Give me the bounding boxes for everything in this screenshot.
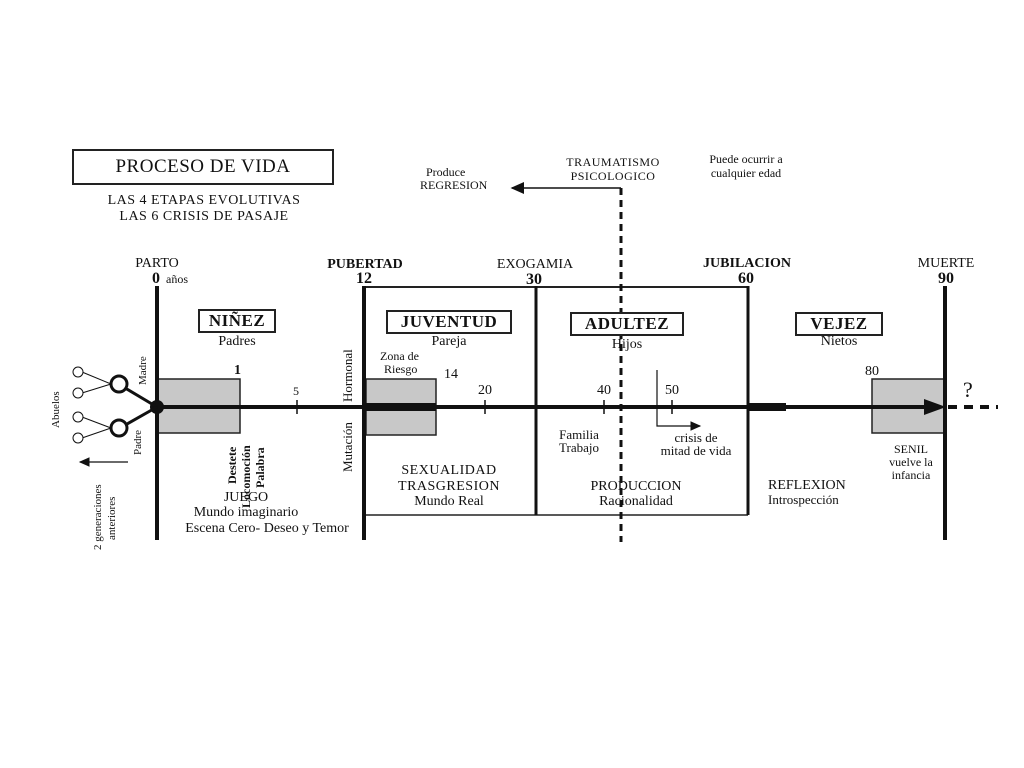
stage-ninez: NIÑEZ: [198, 309, 276, 333]
tick-50: 50: [665, 383, 679, 398]
tick-5: 5: [293, 384, 299, 398]
madre-node: [109, 374, 129, 394]
tick-40: 40: [597, 383, 611, 398]
stage-vejez-sub: Nietos: [820, 334, 858, 349]
abuelos-label: Abuelos: [50, 391, 62, 428]
page-title: PROCESO DE VIDA: [72, 149, 334, 185]
trabajo-label: Trabajo: [559, 440, 599, 455]
mutacion-label: Mutación: [340, 422, 355, 472]
madre-label: Madre: [137, 356, 149, 385]
stage-ninez-sub: Padres: [218, 334, 256, 349]
senil-line-2: vuelve la: [889, 455, 933, 469]
juego-scene: Escena Cero- Deseo y Temor: [185, 521, 349, 536]
stage-juventud: JUVENTUD: [386, 310, 512, 334]
tick-1: 1: [234, 363, 241, 378]
exogamia-age: 30: [526, 271, 542, 288]
trauma-note-2: cualquier edad: [710, 166, 782, 180]
stage-adultez-sub: Hijos: [611, 337, 643, 352]
tick-20: 20: [478, 383, 492, 398]
muerte-label: MUERTE: [917, 256, 975, 271]
familia-label: Familia: [559, 427, 599, 442]
pubertad-label: PUBERTAD: [327, 257, 403, 272]
subtitle-line-2: LAS 6 CRISIS DE PASAJE: [119, 209, 289, 224]
traumatismo-label: TRAUMATISMO: [566, 155, 660, 169]
sexualidad-title: SEXUALIDAD: [401, 463, 497, 478]
stage-adultez: ADULTEZ: [570, 312, 684, 336]
stage-juventud-sub: Pareja: [431, 334, 467, 349]
padre-node: [109, 418, 129, 438]
padre-label: Padre: [132, 429, 144, 455]
juego-sub: Mundo imaginario: [193, 505, 299, 520]
generaciones-label-1: 2 generaciones: [92, 484, 104, 550]
regresion-label: REGRESION: [420, 178, 488, 192]
timeline-arrowhead: [924, 399, 946, 415]
generaciones-label-2: anteriores: [106, 496, 118, 540]
senil-title: SENIL: [894, 442, 928, 456]
question-mark: ?: [963, 377, 973, 402]
muerte-age: 90: [938, 270, 954, 287]
palabra-label: Palabra: [253, 447, 267, 488]
destete-label: Destete: [225, 446, 239, 484]
tick-14: 14: [444, 367, 458, 382]
crisis-label-2: mitad de vida: [660, 443, 732, 458]
zona-riesgo-2: Riesgo: [384, 362, 418, 376]
hormonal-label: Hormonal: [340, 349, 355, 402]
parto-age: 0: [152, 270, 160, 287]
trauma-note-1: Puede ocurrir a: [709, 152, 783, 166]
zona-riesgo-1: Zona de: [380, 349, 419, 363]
parto-unit: años: [166, 272, 188, 286]
jubilacion-label: JUBILACION: [703, 256, 791, 271]
produce-label: Produce: [426, 165, 466, 179]
exogamia-label: EXOGAMIA: [496, 257, 574, 272]
reflexion-title: REFLEXION: [768, 478, 846, 493]
mundo-real-label: Mundo Real: [414, 494, 484, 509]
crisis-arrow: [656, 370, 702, 431]
stage-vejez: VEJEZ: [795, 312, 883, 336]
trasgresion-title: TRASGRESION: [398, 479, 500, 494]
psicologico-label: PSICOLOGICO: [570, 169, 656, 183]
crisis-label-1: crisis de: [674, 430, 718, 445]
juego-title: JUEGO: [223, 490, 269, 505]
pubertad-age: 12: [356, 270, 372, 287]
jubilacion-age: 60: [738, 270, 754, 287]
subtitle-line-1: LAS 4 ETAPAS EVOLUTIVAS: [107, 193, 301, 208]
parto-label: PARTO: [135, 256, 179, 271]
introspeccion-label: Introspección: [768, 492, 839, 507]
produccion-title: PRODUCCION: [590, 479, 682, 494]
tick-80: 80: [865, 364, 879, 379]
racionalidad-label: Racionalidad: [599, 494, 673, 509]
senil-line-3: infancia: [891, 468, 931, 482]
